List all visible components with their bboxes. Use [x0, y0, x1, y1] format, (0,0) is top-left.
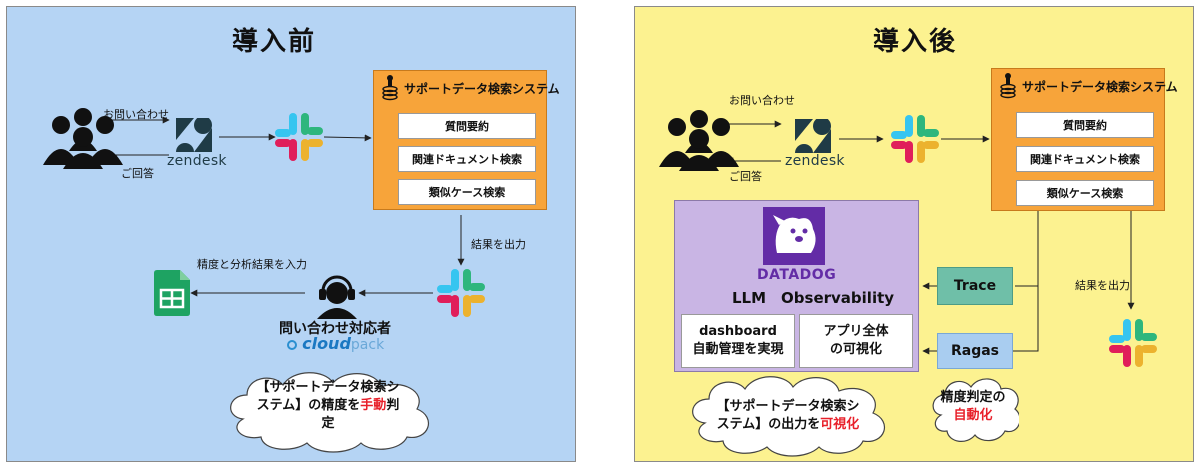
panel-before: 導入前 お問い合わせ ご回答 zendesk サポートデータ検索システム 質問要… [6, 6, 576, 462]
slack-icon [437, 269, 485, 317]
cloud-shape [230, 372, 429, 453]
input-accuracy-label: 精度と分析結果を入力 [197, 258, 307, 271]
trace-box: Trace [937, 267, 1013, 305]
operator-label: 問い合わせ対応者 [279, 321, 391, 337]
slack-icon [275, 113, 323, 161]
system-title: サポートデータ検索システム [404, 82, 560, 96]
cloudpack-logo: cloudpack [287, 334, 384, 353]
support-agent-icon [317, 275, 357, 319]
slack-icon [891, 115, 939, 163]
slack-icon [1109, 319, 1157, 367]
result-output-label: 結果を出力 [471, 238, 526, 251]
llm-observability-title: LLM Observability [732, 289, 895, 307]
database-icon [382, 75, 398, 101]
result-output-label: 結果を出力 [1075, 279, 1130, 292]
datadog-label: DATADOG [757, 267, 837, 283]
cloud-shape [932, 378, 1019, 442]
cloud-note: 【サポートデータ検索シ ステム】の精度を手動判 定 [256, 380, 400, 431]
spreadsheet-icon [154, 270, 190, 316]
panel-title-after: 導入後 [873, 27, 958, 57]
support-search-system: サポートデータ検索システム 質問要約 関連ドキュメント検索 類似ケース検索 [991, 68, 1178, 211]
app-visibility-box: アプリ全体の可視化 [799, 314, 913, 368]
system-item-doc-search: 関連ドキュメント検索 [398, 146, 536, 172]
cloud-shape [692, 376, 885, 457]
cloud-note: 【サポートデータ検索シ ステム】の出力を可視化 [716, 399, 860, 432]
ragas-box: Ragas [937, 333, 1013, 369]
zendesk-icon [176, 118, 212, 152]
database-icon [1000, 73, 1016, 99]
zendesk-label: zendesk [167, 153, 227, 169]
support-search-system: サポートデータ検索システム 質問要約 関連ドキュメント検索 類似ケース検索 [373, 70, 560, 210]
datadog-dog-icon [763, 207, 825, 265]
system-item-summary: 質問要約 [1016, 112, 1154, 138]
system-title: サポートデータ検索システム [1022, 80, 1178, 94]
system-item-case-search: 類似ケース検索 [1016, 180, 1154, 206]
reply-label: ご回答 [729, 170, 762, 183]
inquiry-label: お問い合わせ [103, 108, 169, 121]
system-item-case-search: 類似ケース検索 [398, 179, 536, 205]
panel-title-before: 導入前 [232, 27, 317, 57]
panel-after: 導入後 お問い合わせ ご回答 zendesk サポートデータ検索システム 質問要… [634, 6, 1194, 462]
users-icon [659, 110, 739, 171]
after-arrows [726, 120, 1135, 355]
reply-label: ご回答 [121, 167, 154, 180]
inquiry-label: お問い合わせ [729, 94, 795, 107]
zendesk-label: zendesk [785, 153, 845, 169]
cloudpack-icon [287, 339, 297, 350]
system-item-doc-search: 関連ドキュメント検索 [1016, 146, 1154, 172]
judge-note: 精度判定の 自動化 [940, 390, 1006, 423]
zendesk-icon [795, 119, 831, 153]
system-item-summary: 質問要約 [398, 113, 536, 139]
